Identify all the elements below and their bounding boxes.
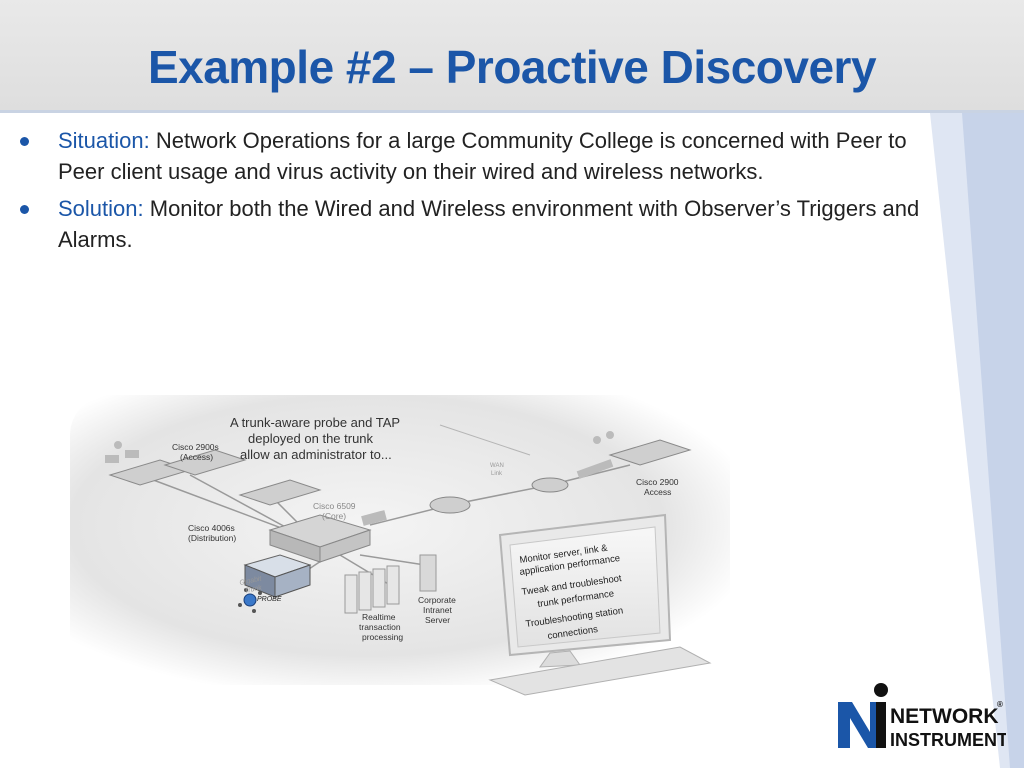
label-gigabit: Gigabit bbox=[239, 575, 263, 587]
logo-i-bar bbox=[876, 702, 886, 748]
monitor-screen bbox=[509, 526, 661, 648]
server-rack-icon bbox=[344, 565, 400, 614]
decor-panel-dark bbox=[962, 113, 1024, 768]
switch-icon bbox=[608, 439, 692, 466]
label-link: Link bbox=[491, 471, 503, 477]
network-diagram: A trunk-aware probe and TAP deployed on … bbox=[70, 395, 730, 696]
bullet-dot bbox=[20, 137, 29, 146]
core-switch-front bbox=[319, 529, 371, 563]
firewall-icon bbox=[576, 459, 614, 479]
bullet-situation: Situation: Network Operations for a larg… bbox=[20, 125, 920, 187]
bullet-text: Monitor both the Wired and Wireless envi… bbox=[58, 196, 920, 252]
label-cisco-6509: Cisco 6509 bbox=[313, 501, 356, 511]
phone-icon bbox=[593, 436, 601, 444]
title-band bbox=[0, 0, 1024, 110]
switch-icon bbox=[163, 449, 247, 476]
callout-line-3: allow an administrator to... bbox=[240, 447, 392, 462]
pc-icon bbox=[105, 455, 119, 463]
bullet-label: Situation: bbox=[58, 128, 150, 153]
label-cisco-4006s: Cisco 4006s bbox=[188, 523, 235, 533]
divider-line bbox=[439, 424, 531, 456]
pc-icon bbox=[125, 450, 139, 458]
logo-line-1: NETWORK bbox=[890, 705, 999, 728]
title-rule bbox=[0, 110, 1024, 113]
logo-n-icon bbox=[838, 702, 882, 748]
label-cisco-2900s: Cisco 2900s bbox=[172, 442, 219, 452]
intranet-server-icon bbox=[419, 554, 437, 592]
bullet-list: Situation: Network Operations for a larg… bbox=[20, 125, 920, 261]
label-cisco-2900: Cisco 2900 bbox=[636, 477, 679, 487]
label-corporate: Corporate bbox=[418, 595, 456, 605]
keyboard-icon bbox=[488, 646, 712, 696]
label-distribution: (Distribution) bbox=[188, 533, 236, 543]
router-icon bbox=[531, 477, 569, 493]
switch-group-left bbox=[108, 449, 322, 506]
router-icon bbox=[429, 496, 471, 514]
bullet-text: Network Operations for a large Community… bbox=[58, 128, 907, 184]
callout-line-1: A trunk-aware probe and TAP bbox=[230, 415, 400, 430]
label-server: Server bbox=[425, 615, 450, 625]
label-access-right: Access bbox=[644, 487, 671, 497]
device-icons-left bbox=[105, 441, 139, 463]
label-wan: WAN bbox=[490, 463, 504, 469]
label-access: (Access) bbox=[180, 452, 213, 462]
callout-line-2: deployed on the trunk bbox=[248, 431, 374, 446]
diagram-labels: A trunk-aware probe and TAP deployed on … bbox=[172, 415, 679, 642]
trunk-node-icon bbox=[243, 593, 257, 607]
phone-icon bbox=[114, 441, 122, 449]
network-instruments-logo: NETWORK INSTRUMENTS ® bbox=[838, 683, 1006, 750]
probe-device-front bbox=[274, 564, 311, 598]
logo-line-2: INSTRUMENTS bbox=[890, 730, 1006, 750]
label-trunk: Trunk bbox=[244, 584, 263, 595]
phone-icon bbox=[606, 431, 614, 439]
label-probe: PROBE bbox=[257, 596, 282, 603]
logo-registered: ® bbox=[997, 700, 1003, 709]
bullet-dot bbox=[20, 205, 29, 214]
slide-title: Example #2 – Proactive Discovery bbox=[147, 41, 877, 93]
label-processing: processing bbox=[362, 632, 403, 642]
switch-icon bbox=[238, 479, 322, 506]
bullet-label: Solution: bbox=[58, 196, 144, 221]
label-intranet: Intranet bbox=[423, 605, 452, 615]
label-transaction: transaction bbox=[359, 622, 401, 632]
logo-dot-icon bbox=[874, 683, 888, 697]
label-core: (Core) bbox=[322, 511, 346, 521]
tap-icon bbox=[361, 510, 387, 526]
label-realtime: Realtime bbox=[362, 612, 396, 622]
bullet-solution: Solution: Monitor both the Wired and Wir… bbox=[20, 193, 920, 255]
